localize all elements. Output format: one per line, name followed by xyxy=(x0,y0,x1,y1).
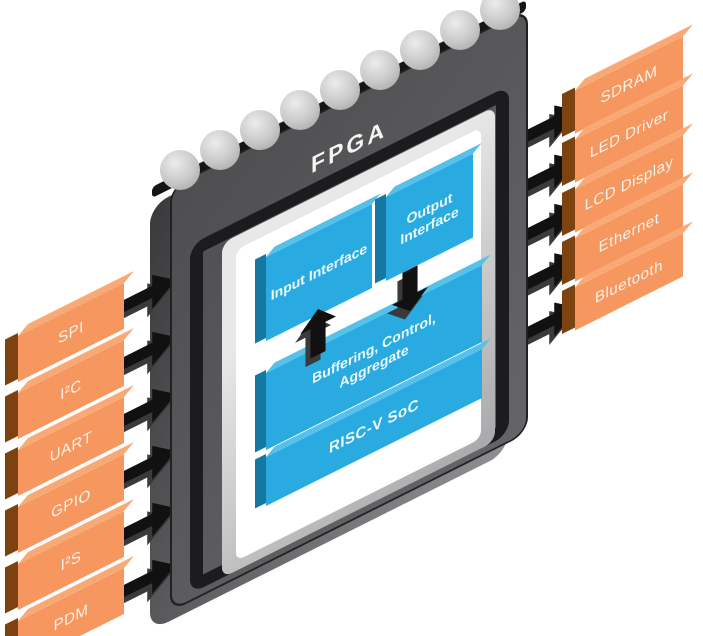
pin-bump xyxy=(440,10,480,50)
peripheral-label: SPI xyxy=(58,317,84,348)
peripheral-label: UART xyxy=(49,427,93,466)
pin-bump xyxy=(360,50,400,90)
block-label: Input Interface xyxy=(270,239,368,304)
peripheral-label: I²S xyxy=(60,546,82,575)
pin-bump xyxy=(280,90,320,130)
pin-bump xyxy=(200,130,240,170)
peripheral-label: Bluetooth xyxy=(595,256,663,308)
peripheral-label: I²C xyxy=(60,375,82,404)
pin-bump xyxy=(400,30,440,70)
peripheral-label: PDM xyxy=(53,600,89,635)
peripheral-label: GPIO xyxy=(51,485,91,522)
pin-bump xyxy=(240,110,280,150)
pin-bump xyxy=(160,150,200,190)
pin-bump xyxy=(320,70,360,110)
